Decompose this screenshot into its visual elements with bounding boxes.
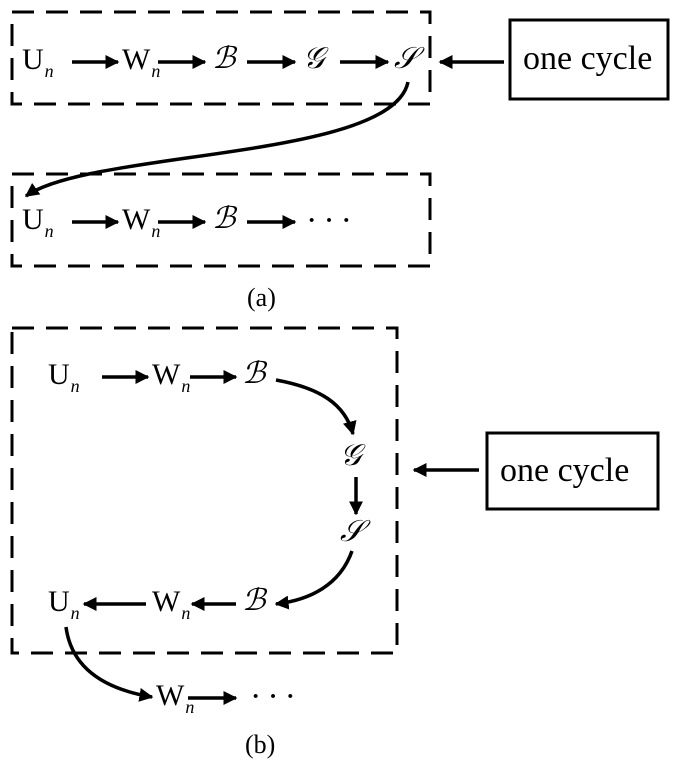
node-a2-u: Un [22,203,54,241]
node-a-u: Un [22,43,54,81]
cycle-boundary-b [10,326,399,655]
arrow-b-exit [64,626,154,702]
ellipsis-a: ··· [306,202,358,239]
callout-box-a [508,18,670,101]
node-b-g: 𝒢 [340,438,362,473]
node-b-u2: Un [48,585,80,623]
callout-box-b [485,431,660,511]
node-b-b: ℬ [242,356,266,391]
node-b-b2: ℬ [242,583,266,618]
ellipsis-b: ··· [250,678,302,715]
callout-b-text: one cycle [500,452,630,489]
caption-a: (a) [247,283,276,312]
node-a-g: 𝒢 [303,41,325,76]
node-a2-b: ℬ [212,201,236,236]
arrow-b-b-g [275,378,357,436]
node-b-w: Wn [152,358,191,396]
node-b-w2: Wn [152,585,191,623]
node-b-s: 𝒮 [340,514,364,549]
node-a-s: 𝒮 [394,41,418,76]
arrow-a-cycle-return [24,81,410,198]
arrow-b-s-b [274,550,354,610]
caption-b: (b) [245,730,276,759]
callout-a-text: one cycle [523,40,653,77]
node-a2-w: Wn [122,203,161,241]
node-a-b: ℬ [212,41,236,76]
next-cycle-boundary-a [10,172,432,268]
node-b3-w: Wn [156,679,195,717]
node-b-u: Un [48,358,80,396]
cycle-boundary-a [10,10,432,106]
node-a-w: Wn [122,43,161,81]
